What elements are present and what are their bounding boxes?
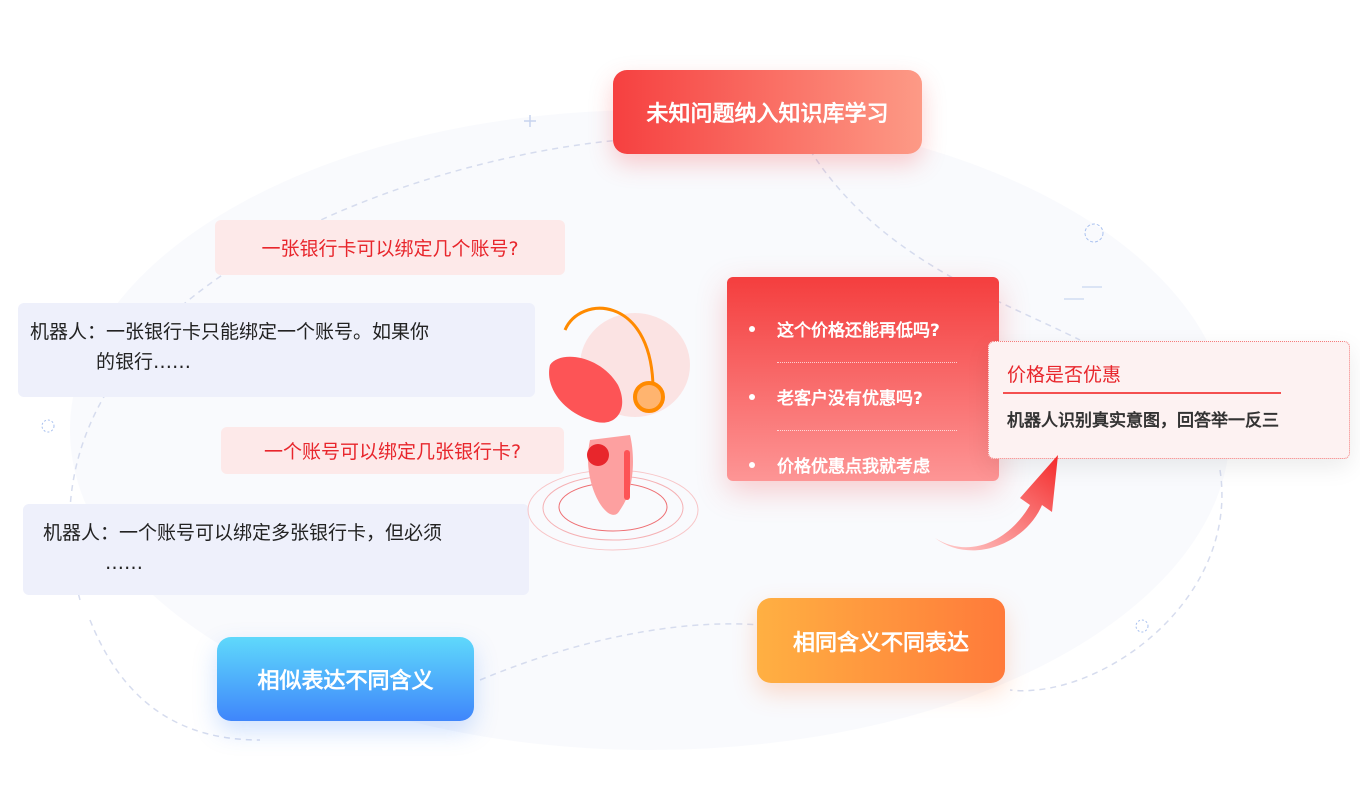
intent-description: 机器人识别真实意图，回答举一反三: [1007, 411, 1279, 431]
similar-expression-pill: 相似表达不同含义: [217, 637, 474, 721]
answer-bubble: 机器人：一张银行卡只能绑定一个账号。如果你 的银行……: [18, 303, 535, 397]
user-question-list: 这个价格还能再低吗? 老客户没有优惠吗? 价格优惠点我就考虑: [727, 277, 999, 481]
answer-line: 机器人：一个账号可以绑定多张银行卡，但必须: [43, 522, 443, 544]
answer-line: 的银行……: [96, 351, 192, 373]
same-meaning-pill: 相同含义不同表达: [757, 598, 1005, 683]
answer-line: 机器人：一张银行卡只能绑定一个账号。如果你: [30, 321, 430, 343]
dotted-circle-icon: [1135, 619, 1149, 633]
dotted-circle-icon: [1084, 223, 1104, 243]
intent-title: 价格是否优惠: [1007, 364, 1122, 386]
robot-illustration: [527, 306, 699, 551]
dotted-circle-icon: [41, 419, 55, 433]
answer-line: ……: [105, 552, 143, 574]
intent-card: 价格是否优惠 机器人识别真实意图，回答举一反三: [988, 341, 1350, 459]
unknown-question-learning-pill: 未知问题纳入知识库学习: [613, 70, 922, 154]
list-item: 这个价格还能再低吗?: [749, 307, 977, 350]
plus-icon: [524, 115, 536, 127]
question-bubble: 一张银行卡可以绑定几个账号?: [215, 220, 565, 275]
question-bubble: 一个账号可以绑定几张银行卡?: [221, 427, 564, 474]
list-item-text: 老客户没有优惠吗?: [777, 389, 923, 409]
curved-arrow-icon: [935, 455, 1058, 551]
answer-bubble: 机器人：一个账号可以绑定多张银行卡，但必须 ……: [23, 504, 529, 595]
list-item-text: 这个价格还能再低吗?: [777, 321, 940, 341]
list-item: 老客户没有优惠吗?: [749, 375, 977, 418]
list-item: 价格优惠点我就考虑: [749, 443, 977, 486]
list-item-text: 价格优惠点我就考虑: [777, 457, 930, 477]
